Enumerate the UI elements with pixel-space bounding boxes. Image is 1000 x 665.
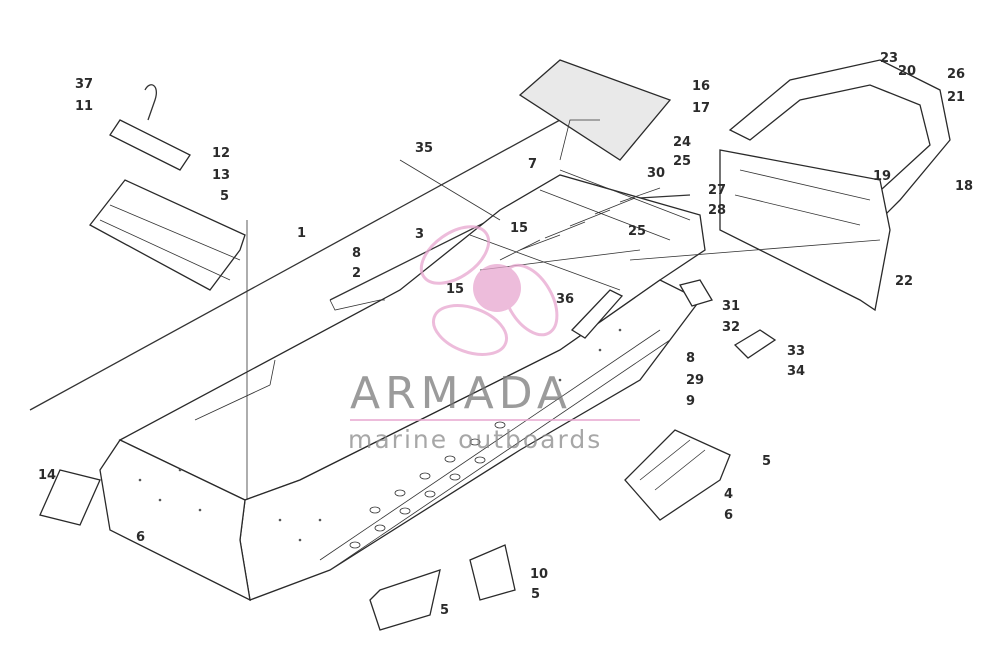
callout-c17: 17 [692,101,710,116]
callout-c33: 33 [787,344,805,359]
callout-c29: 29 [686,373,704,388]
armada-watermark: ARMADA marine outboards [348,225,640,454]
callout-c8a: 8 [352,246,361,261]
small-parts [369,279,777,631]
callout-c5a: 5 [220,189,229,204]
callout-c31: 31 [722,299,740,314]
callout-c32: 32 [722,320,740,335]
callout-c6a: 6 [136,530,145,545]
callout-c30: 30 [647,166,665,181]
brand-tagline: marine outboards [348,425,602,454]
callout-c35: 35 [415,141,433,156]
leader-lines [246,119,881,500]
callout-c6b: 6 [724,508,733,523]
callout-c34: 34 [787,364,805,379]
callout-c20: 20 [898,64,916,79]
callout-c25a: 25 [673,154,691,169]
bracket-4 [624,429,731,521]
callout-c5d: 5 [440,603,449,618]
brand-name: ARMADA [350,368,572,419]
callout-c10: 10 [530,567,548,582]
callout-c3: 3 [415,227,424,242]
callout-c25b: 25 [628,224,646,239]
callout-c37a: 37 [75,77,93,92]
callout-c15a: 15 [510,221,528,236]
callout-c5c: 5 [531,587,540,602]
callout-c36: 36 [556,292,574,307]
callout-c22: 22 [895,274,913,289]
callout-c5b: 5 [762,454,771,469]
callout-c12: 12 [212,146,230,161]
callout-c16: 16 [692,79,710,94]
callout-c21: 21 [947,90,965,105]
callout-c28: 28 [708,203,726,218]
left-parts [89,84,246,291]
propeller-logo-icon [419,225,559,356]
callout-c8b: 8 [686,351,695,366]
callout-c13: 13 [212,168,230,183]
callout-c19: 19 [873,169,891,184]
panel-14 [39,469,101,526]
callout-c15b: 15 [446,282,464,297]
callout-c2: 2 [352,266,361,281]
callout-c11: 11 [75,99,93,114]
rivet-holes [138,328,622,549]
callout-c27: 27 [708,183,726,198]
callout-c9: 9 [686,394,695,409]
callout-c18: 18 [955,179,973,194]
callout-c24: 24 [673,135,691,150]
callout-c1: 1 [297,226,306,241]
callout-c26: 26 [947,67,965,82]
callout-c4: 4 [724,487,733,502]
callout-c14: 14 [38,468,56,483]
callout-c7: 7 [528,157,537,172]
flap-16 [518,59,672,161]
chassis-tunnel [29,119,706,602]
rear-bumper [719,59,951,312]
callout-c23: 23 [880,51,898,66]
